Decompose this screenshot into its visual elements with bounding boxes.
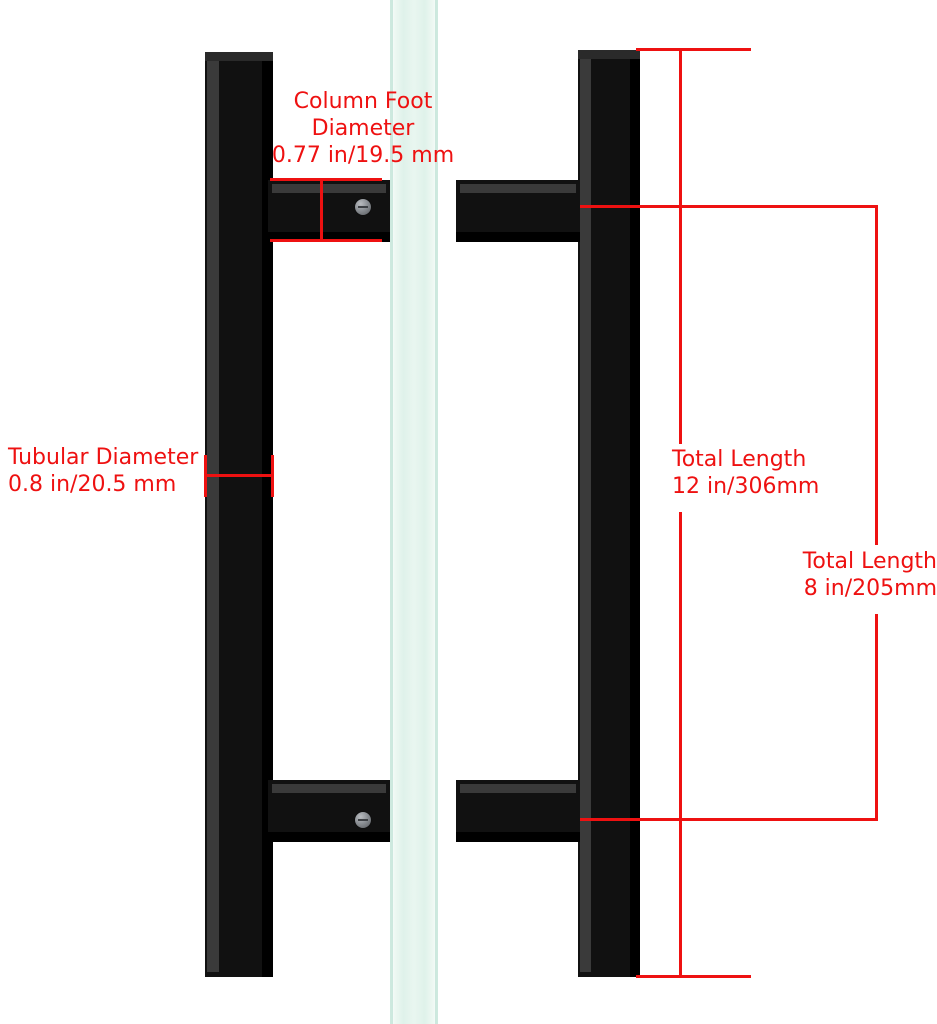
total-length-12in-label: Total Length 12 in/306mm bbox=[672, 447, 820, 499]
right-handle-tube-highlight bbox=[580, 58, 591, 972]
glass-edge-left bbox=[390, 0, 393, 1024]
column-foot-diameter-label: Column Foot Diameter 0.77 in/19.5 mm bbox=[271, 89, 455, 168]
left-handle-tube-highlight bbox=[207, 60, 219, 972]
total-length-8in-label: Total Length 8 in/205mm bbox=[802, 549, 937, 601]
total-length-12in-lower-segment bbox=[679, 512, 682, 978]
column-foot-tick-top bbox=[270, 178, 382, 181]
right-handle-lower-standoff-highlight bbox=[460, 784, 576, 793]
total-length-8in-upper-segment bbox=[875, 205, 878, 545]
left-handle-lower-standoff-shadow bbox=[268, 832, 390, 842]
total-length-8in-lower-segment bbox=[875, 614, 878, 821]
total-length-12in-upper-segment bbox=[679, 48, 682, 444]
left-handle-upper-standoff-shadow bbox=[268, 232, 390, 242]
left-handle-lower-screw-slot bbox=[358, 819, 368, 821]
column-foot-tick-bottom bbox=[270, 239, 382, 242]
left-handle-lower-standoff-highlight bbox=[272, 784, 386, 793]
left-handle-upper-standoff-highlight bbox=[272, 184, 386, 193]
right-handle-lower-standoff-shadow bbox=[456, 832, 580, 842]
total-length-8in-top-extension bbox=[580, 205, 878, 208]
left-handle-upper-screw-slot bbox=[358, 206, 368, 208]
right-handle-upper-standoff-shadow bbox=[456, 232, 580, 242]
tubular-diameter-arrow bbox=[204, 474, 274, 477]
total-length-8in-bottom-extension bbox=[580, 818, 878, 821]
total-length-12in-bottom-extension bbox=[636, 975, 751, 978]
glass-door-panel bbox=[390, 0, 438, 1024]
left-handle-tube-top-bevel bbox=[205, 52, 273, 61]
right-handle-tube-shadow bbox=[630, 50, 640, 977]
total-length-12in-top-extension bbox=[636, 48, 751, 51]
left-handle-tube-shadow bbox=[262, 52, 273, 977]
right-handle-tube-top-bevel bbox=[578, 50, 640, 59]
right-handle-upper-standoff-highlight bbox=[460, 184, 576, 193]
glass-edge-right bbox=[435, 0, 438, 1024]
tubular-diameter-label: Tubular Diameter 0.8 in/20.5 mm bbox=[8, 445, 199, 497]
column-foot-extension bbox=[320, 178, 323, 242]
